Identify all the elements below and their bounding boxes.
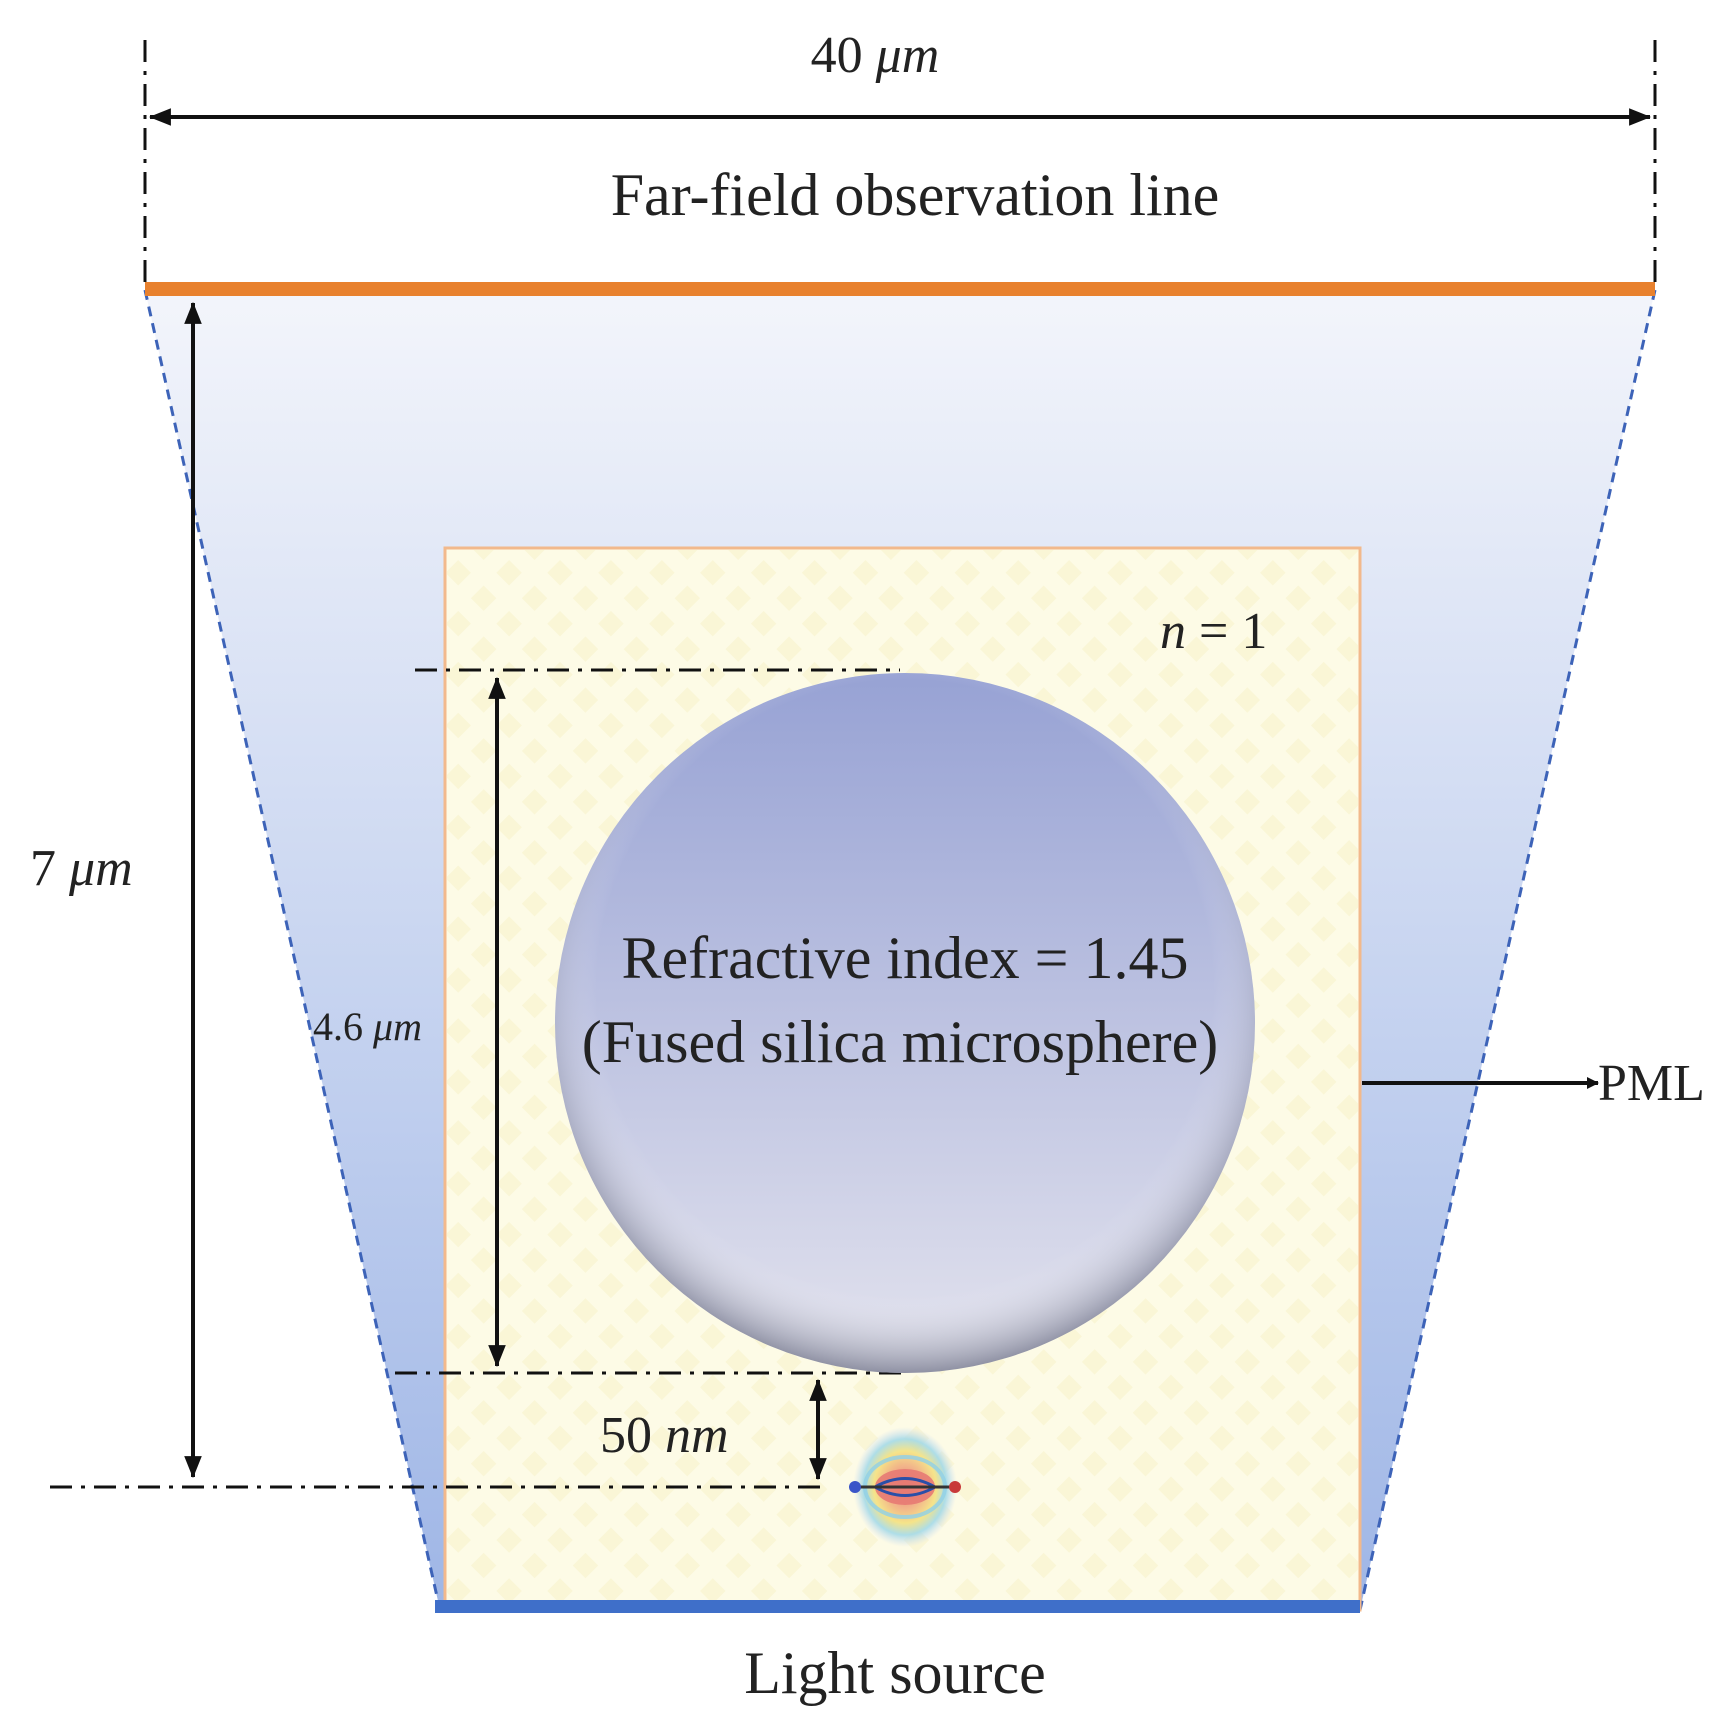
- light-source-label: Light source: [744, 1640, 1046, 1706]
- medium-index-label: n = 1: [1160, 603, 1267, 660]
- microsphere-shading: [555, 673, 1255, 1373]
- sphere-label-material: (Fused silica microsphere): [582, 1009, 1218, 1075]
- diameter-label: 4.6 μm: [313, 1004, 422, 1049]
- dipole-source-icon: [849, 1427, 961, 1547]
- width-label: 40 μm: [811, 27, 940, 84]
- sphere-label-refractive-index: Refractive index = 1.45: [622, 925, 1189, 991]
- height-label: 7 μm: [30, 840, 133, 897]
- far-field-label: Far-field observation line: [611, 162, 1220, 228]
- light-source-line: [435, 1600, 1360, 1613]
- far-field-observation-line: [145, 282, 1655, 296]
- gap-label: 50 nm: [600, 1407, 729, 1464]
- domain-right-edge: [1358, 289, 1657, 1611]
- pml-label: PML: [1598, 1055, 1705, 1112]
